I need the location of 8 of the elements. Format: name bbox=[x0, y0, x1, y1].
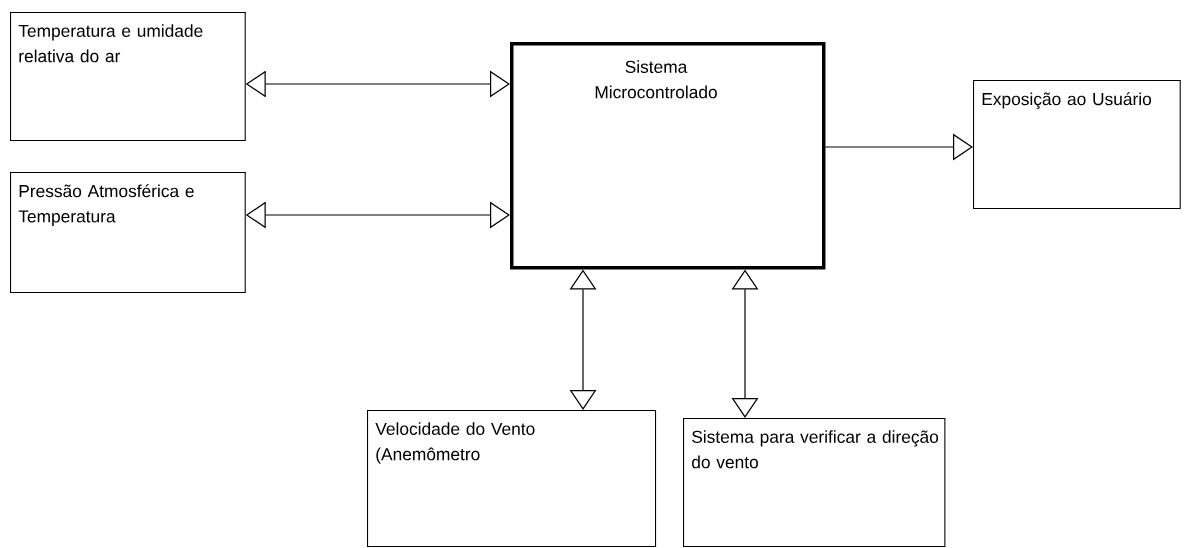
arrow bbox=[731, 269, 759, 418]
block-box: Pressão Atmosférica e Temperatura bbox=[10, 172, 246, 294]
block-box: Velocidade do Vento (Anemômetro bbox=[367, 410, 657, 548]
block-box: Sistema Microcontrolado bbox=[510, 42, 826, 270]
block-box: Temperatura e umidade relativa do ar bbox=[10, 12, 246, 142]
arrow bbox=[569, 269, 597, 410]
block-box: Sistema para verificar a direção do vento bbox=[683, 418, 946, 548]
block-box: Exposição ao Usuário bbox=[973, 80, 1181, 210]
